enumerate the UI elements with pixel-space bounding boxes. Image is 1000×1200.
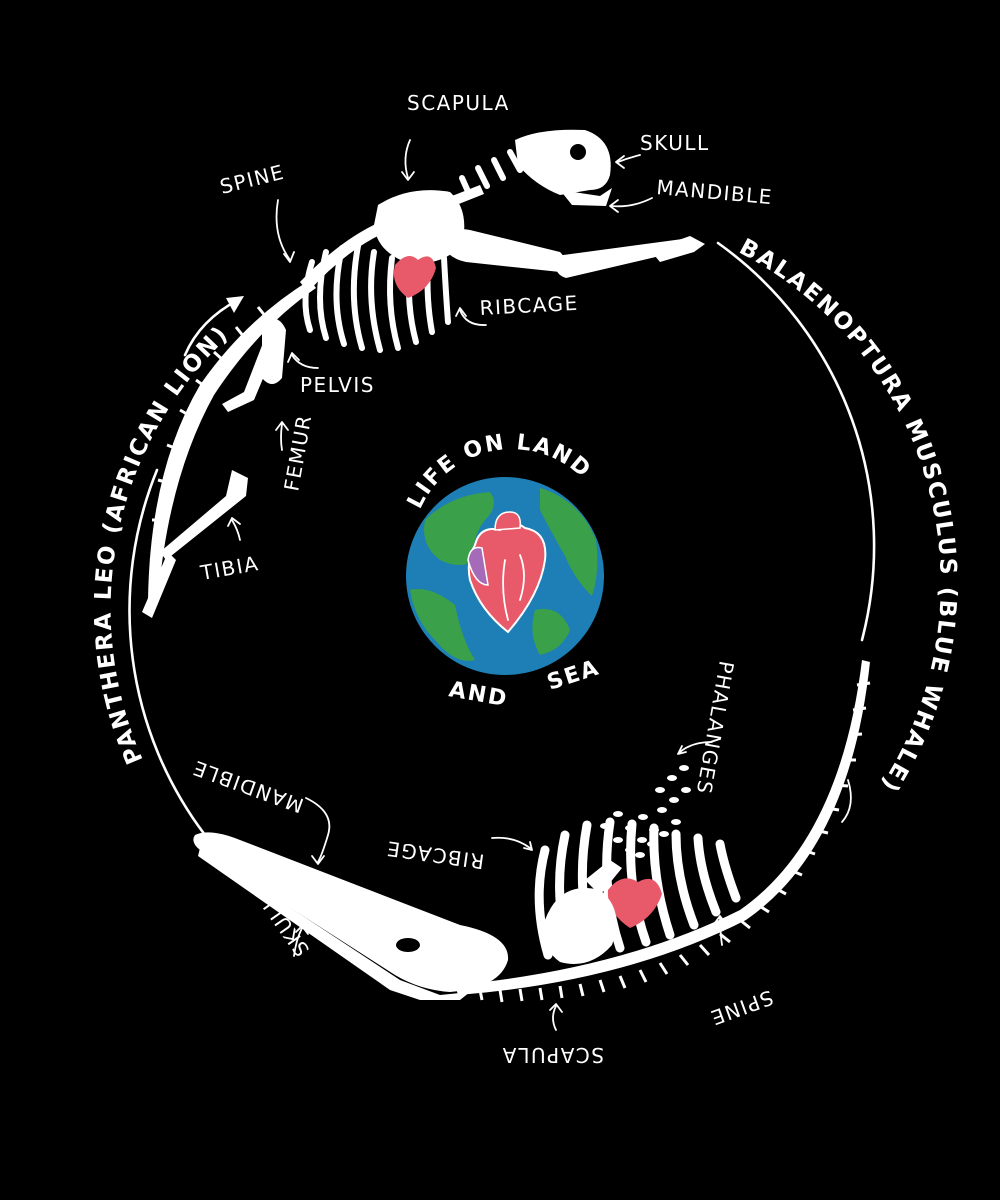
whale-skeleton — [193, 660, 871, 1003]
whale-ribcage-label: RIBCAGE — [384, 836, 485, 874]
whale-vertebrae — [478, 681, 871, 1003]
lion-neck — [459, 149, 523, 199]
lion-femur — [222, 330, 280, 412]
lion-mandible — [560, 188, 612, 206]
lion-tail — [148, 280, 316, 600]
lion-ribcage-label: RIBCAGE — [479, 291, 579, 320]
circle-outline — [128, 468, 207, 837]
whale-spine-label: SPINE — [706, 985, 776, 1030]
globe — [406, 477, 604, 675]
lion-tibia-label: TIBIA — [198, 551, 261, 585]
lion-tibia — [160, 470, 248, 560]
lion-skull-label: SKULL — [640, 131, 710, 155]
globe-land — [410, 488, 598, 661]
heart-vessel-icon — [467, 546, 489, 586]
whale-scapula — [544, 888, 617, 964]
whale-scapula-label: SCAPULA — [501, 1043, 604, 1067]
lion-skeleton — [142, 129, 705, 618]
direction-arrow-head — [226, 296, 244, 313]
lion-mandible-label: MANDIBLE — [656, 175, 774, 209]
lion-skull — [515, 129, 611, 195]
circle-outline-right — [716, 241, 876, 642]
lion-heart — [393, 256, 436, 298]
heart-aorta-icon — [494, 511, 522, 531]
whale-spine — [455, 660, 870, 995]
whale-humerus — [585, 860, 622, 895]
whale-skull — [193, 832, 509, 992]
lion-scapula-label: SCAPULA — [407, 91, 510, 115]
globe-word-and: AND — [447, 677, 510, 712]
whale-mandible-label: MANDIBLE — [189, 755, 307, 817]
whale-name-label: BALAENOPTURA MUSCULUS (BLUE WHALE) — [735, 234, 961, 797]
lion-paw — [650, 236, 705, 262]
label-arrows — [227, 139, 852, 1031]
lion-scapula — [374, 190, 465, 264]
whale-phalanges-label: PHALANGES — [692, 659, 739, 796]
lion-pelvis-label: PELVIS — [300, 373, 375, 397]
whale-phalanges — [600, 765, 691, 858]
whale-heart — [607, 878, 662, 928]
lion-hind-foot — [142, 552, 176, 618]
lion-humerus — [440, 229, 565, 272]
lion-tail-vertebrae — [149, 306, 268, 562]
lion-spine-label: SPINE — [217, 160, 287, 199]
